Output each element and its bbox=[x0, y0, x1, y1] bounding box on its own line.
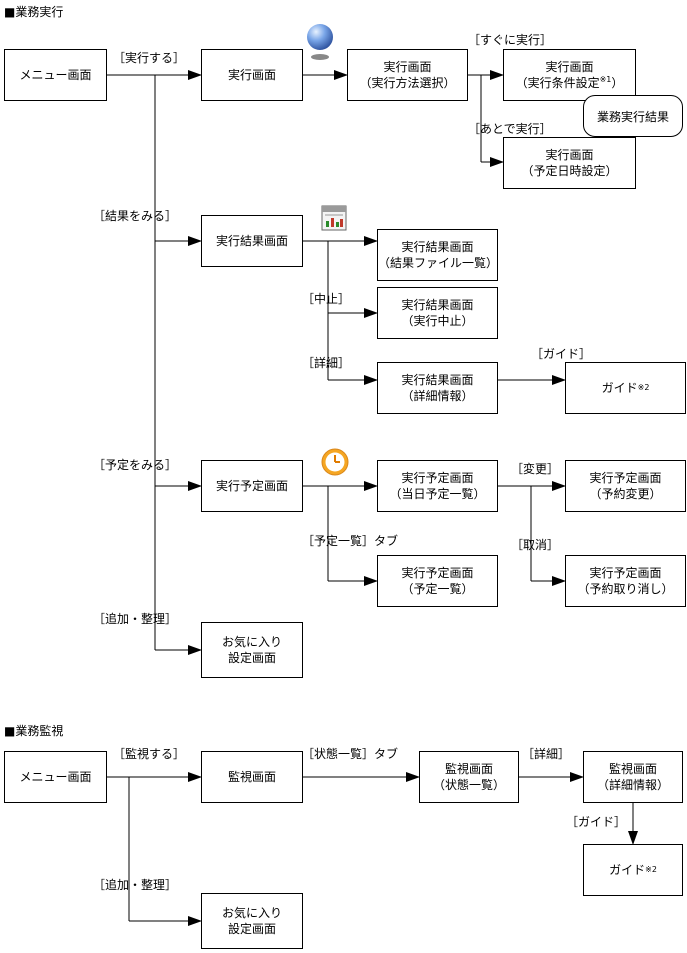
note-marker-1: ※1 bbox=[599, 75, 612, 84]
exec-date-box[interactable]: 実行画面 （予定日時設定） bbox=[503, 137, 636, 189]
guide-box-1[interactable]: ガイド※2 bbox=[565, 362, 686, 414]
monitor-status-box[interactable]: 監視画面 （状態一覧） bbox=[419, 751, 519, 803]
section-title-exec: ■業務実行 bbox=[4, 5, 64, 19]
favorites-box-1[interactable]: お気に入り 設定画面 bbox=[201, 622, 303, 678]
exec-condition-text: （実行条件設定 bbox=[515, 76, 600, 90]
guide-text-2: ガイド bbox=[609, 863, 646, 877]
exec-result-bubble: 業務実行結果 bbox=[583, 95, 683, 137]
label-change: ［変更］ bbox=[511, 462, 560, 476]
section-title-monitor: ■業務監視 bbox=[4, 724, 64, 738]
label-monitor-detail: ［詳細］ bbox=[522, 747, 571, 761]
menu-screen-box-2[interactable]: メニュー画面 bbox=[4, 751, 107, 803]
result-files-box[interactable]: 実行結果画面 （結果ファイル一覧） bbox=[377, 229, 498, 281]
label-exec-now: ［すぐに実行］ bbox=[468, 33, 553, 47]
label-do-monitor: ［監視する］ bbox=[113, 747, 186, 761]
label-see-result: ［結果をみる］ bbox=[93, 209, 178, 223]
label-status-list-tab: ［状態一覧］タブ bbox=[302, 747, 399, 761]
label-add-organize-2: ［追加・整理］ bbox=[93, 878, 178, 892]
plan-change-box[interactable]: 実行予定画面 （予約変更） bbox=[565, 460, 686, 512]
exec-condition-close: ） bbox=[611, 76, 624, 90]
label-guide-1: ［ガイド］ bbox=[531, 347, 592, 361]
monitor-screen-box[interactable]: 監視画面 bbox=[201, 751, 303, 803]
exec-screen-box[interactable]: 実行画面 bbox=[201, 49, 303, 101]
favorites-box-2[interactable]: お気に入り 設定画面 bbox=[201, 893, 303, 949]
guide-text-1: ガイド bbox=[601, 381, 638, 395]
label-see-plan: ［予定をみる］ bbox=[93, 458, 178, 472]
exec-condition-box[interactable]: 実行画面 （実行条件設定※1） bbox=[503, 49, 636, 101]
label-do-exec: ［実行する］ bbox=[113, 51, 186, 65]
monitor-detail-box[interactable]: 監視画面 （詳細情報） bbox=[583, 751, 683, 803]
plan-cancel-box[interactable]: 実行予定画面 （予約取り消し） bbox=[565, 555, 686, 607]
plan-list-box[interactable]: 実行予定画面 （予定一覧） bbox=[377, 555, 498, 607]
blue-sphere-icon bbox=[307, 24, 333, 60]
label-detail: ［詳細］ bbox=[302, 356, 351, 370]
plan-screen-box[interactable]: 実行予定画面 bbox=[201, 460, 303, 512]
result-screen-box[interactable]: 実行結果画面 bbox=[201, 215, 303, 267]
label-cancel: ［取消］ bbox=[511, 538, 560, 552]
exec-condition-line1: 実行画面 bbox=[545, 60, 594, 74]
clock-icon bbox=[321, 448, 349, 476]
guide-box-2[interactable]: ガイド※2 bbox=[583, 844, 683, 896]
label-exec-later: ［あとで実行］ bbox=[468, 122, 552, 136]
menu-screen-box[interactable]: メニュー画面 bbox=[4, 49, 107, 101]
label-guide-2: ［ガイド］ bbox=[566, 815, 627, 829]
label-stop: ［中止］ bbox=[302, 292, 351, 306]
result-detail-box[interactable]: 実行結果画面 （詳細情報） bbox=[377, 362, 498, 414]
result-stop-box[interactable]: 実行結果画面 （実行中止） bbox=[377, 287, 498, 339]
label-plan-list-tab: ［予定一覧］タブ bbox=[302, 534, 399, 548]
exec-method-box[interactable]: 実行画面 （実行方法選択） bbox=[347, 49, 468, 101]
exec-condition-line2: （実行条件設定※1） bbox=[516, 75, 624, 91]
label-add-organize-1: ［追加・整理］ bbox=[93, 612, 178, 626]
document-chart-icon bbox=[321, 205, 347, 231]
plan-today-box[interactable]: 実行予定画面 （当日予定一覧） bbox=[377, 460, 498, 512]
